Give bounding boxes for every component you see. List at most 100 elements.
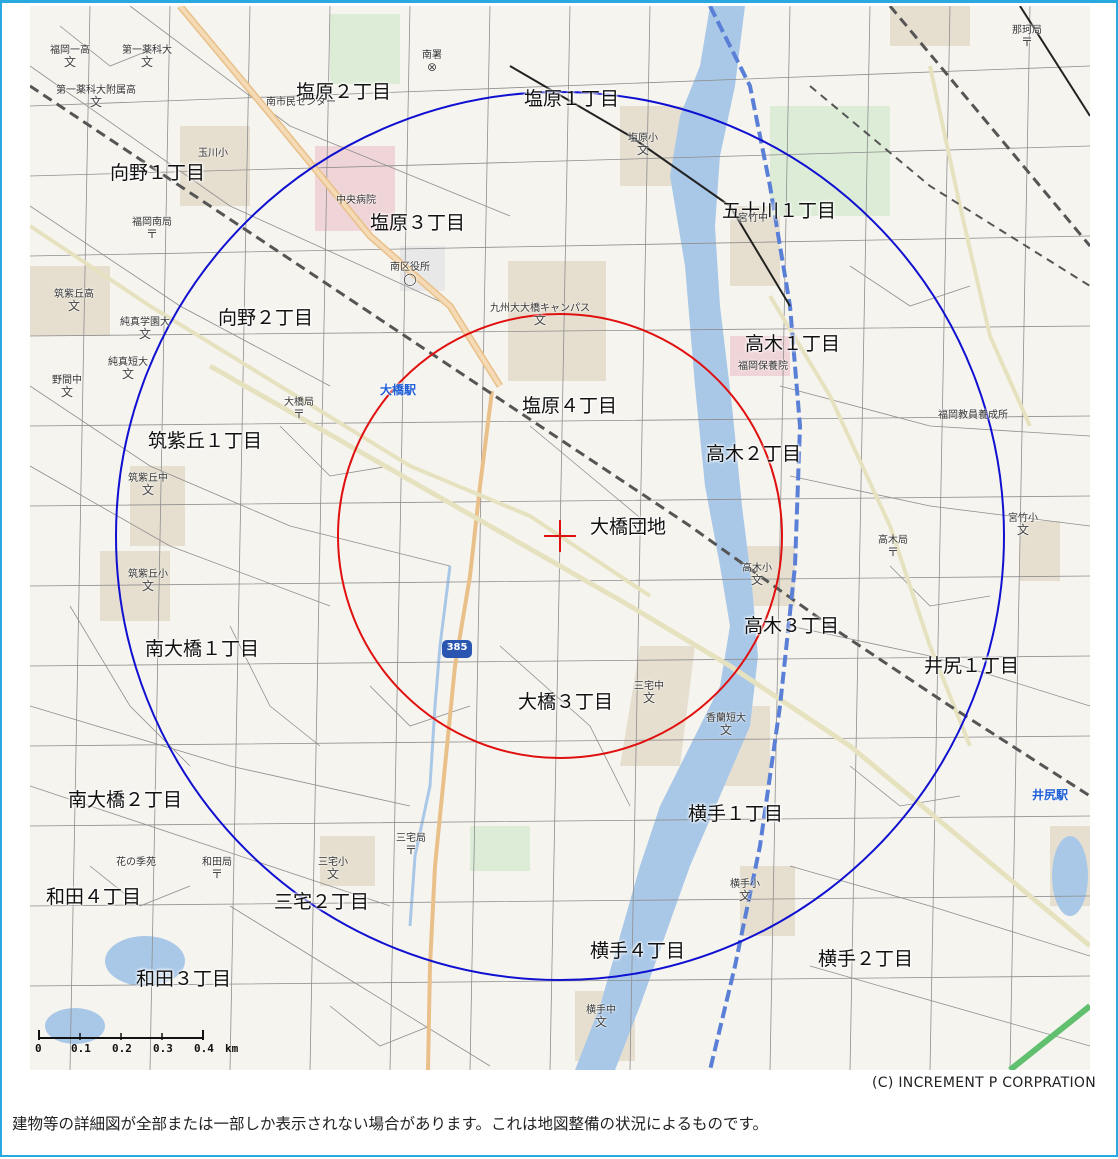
map-view[interactable]: 385 大橋駅 井尻駅 塩原２丁目 塩原１丁目 向野１丁目 塩原３丁目 五十川１… [30, 6, 1090, 1070]
area-label: 大橋３丁目 [518, 691, 614, 713]
school-icon: 文 [719, 723, 732, 737]
poi-label: 中央病院 [336, 195, 376, 206]
poi-label: 福岡南局〒 [132, 217, 172, 241]
outer-radius-circle [115, 91, 1005, 981]
poi-label: 宮竹小文 [1008, 513, 1038, 537]
post-office-icon: 〒 [292, 407, 305, 421]
school-icon: 文 [594, 1015, 607, 1029]
school-icon: 文 [636, 143, 649, 157]
inner-radius-circle [337, 313, 783, 759]
school-icon: 文 [326, 867, 339, 881]
poi-label: 塩原小文 [628, 133, 658, 157]
scale-tick: 0.4 [194, 1042, 214, 1055]
poi-label: 和田局〒 [202, 857, 232, 881]
station-label-ohashi[interactable]: 大橋駅 [380, 383, 417, 397]
route-shield-icon [442, 640, 472, 658]
post-office-icon: 〒 [886, 545, 899, 559]
poi-label: 筑紫丘高文 [54, 289, 94, 313]
area-label: 向野１丁目 [110, 162, 206, 184]
poi-label: 花の季苑 [116, 857, 156, 868]
poi-label: 高木局〒 [878, 535, 908, 559]
school-icon: 文 [67, 299, 80, 313]
scale-unit: km [225, 1042, 239, 1055]
area-label: 筑紫丘１丁目 [148, 430, 263, 452]
poi-label: 高木小文 [742, 563, 772, 587]
area-label: 塩原１丁目 [524, 88, 620, 110]
poi-label: 南市民センター [266, 97, 336, 108]
school-icon: 文 [141, 579, 154, 593]
poi-label: 三宅局〒 [396, 833, 426, 857]
scale-tick: 0 [35, 1042, 42, 1055]
post-office-icon: 〒 [210, 867, 223, 881]
area-label: 向野２丁目 [218, 307, 314, 329]
school-icon: 文 [1016, 523, 1029, 537]
school-icon: 文 [533, 313, 546, 327]
area-label: 塩原３丁目 [370, 212, 466, 234]
crosshair-icon [544, 520, 576, 552]
area-label: 塩原２丁目 [296, 81, 392, 103]
area-label: 横手２丁目 [818, 948, 914, 970]
poi-label: 第一薬科大附属高文 [56, 85, 136, 109]
school-icon: 文 [141, 483, 154, 497]
poi-label: 南署⊗ [422, 50, 442, 74]
post-office-icon: 〒 [1020, 35, 1033, 49]
poi-label: 那珂局〒 [1012, 25, 1042, 49]
poi-label: 福岡教員養成所 [938, 410, 1008, 421]
poi-label: 横手小文 [730, 879, 760, 903]
school-icon: 文 [138, 327, 151, 341]
school-icon: 文 [642, 691, 655, 705]
map-notice-text: 建物等の詳細図が全部または一部しか表示されない場合があります。これは地図整備の状… [12, 1115, 768, 1133]
poi-label: 玉川小 [198, 148, 228, 159]
poi-label: 大橋局〒 [284, 397, 314, 421]
area-label: 高木２丁目 [706, 443, 802, 465]
poi-label: 香蘭短大文 [706, 713, 746, 737]
government-office-icon: ◯ [403, 272, 417, 286]
scale-tick: 0.2 [112, 1042, 132, 1055]
school-icon: 文 [738, 889, 751, 903]
railways [30, 6, 1090, 1070]
school-icon: 文 [63, 55, 76, 69]
poi-label: 宮竹中 [738, 213, 768, 224]
scale-tick: 0.1 [71, 1042, 91, 1055]
poi-label: 福岡保養院 [738, 361, 788, 372]
area-label: 高木３丁目 [744, 615, 840, 637]
police-icon: ⊗ [426, 60, 438, 74]
poi-label: 筑紫丘小文 [128, 569, 168, 593]
school-icon: 文 [750, 573, 763, 587]
river [575, 6, 758, 1070]
poi-label: 三宅中文 [634, 681, 664, 705]
poi-label: 第一薬科大文 [122, 45, 172, 69]
area-label: 和田４丁目 [46, 886, 142, 908]
poi-label: 純真学園大文 [120, 317, 170, 341]
scale-tick: 0.3 [153, 1042, 173, 1055]
post-office-icon: 〒 [145, 227, 158, 241]
minor-streets [30, 6, 1090, 1070]
top-border [0, 0, 1118, 3]
poi-label: 九州大大橋キャンパス文 [490, 303, 590, 327]
poi-label: 三宅小文 [318, 857, 348, 881]
school-icon: 文 [60, 385, 73, 399]
station-label-ijiri[interactable]: 井尻駅 [1032, 788, 1069, 802]
area-label: 大橋団地 [590, 516, 667, 538]
poi-label: 筑紫丘中文 [128, 473, 168, 497]
poi-label: 横手中文 [586, 1005, 616, 1029]
route-shield-number: 385 [446, 642, 468, 653]
poi-label: 野間中文 [52, 375, 82, 399]
main-roads [30, 6, 1090, 1070]
scale-bar: 0 0.1 0.2 0.3 0.4 km [35, 1028, 295, 1068]
area-label: 横手１丁目 [688, 803, 784, 825]
area-label: 塩原４丁目 [522, 395, 618, 417]
poi-label: 福岡一高文 [50, 45, 90, 69]
area-label: 井尻１丁目 [924, 655, 1020, 677]
poi-label: 南区役所◯ [390, 262, 430, 286]
post-office-icon: 〒 [404, 843, 417, 857]
area-label: 横手４丁目 [590, 940, 686, 962]
area-label: 和田３丁目 [136, 968, 232, 990]
copyright-text: (C) INCREMENT P CORPRATION [872, 1075, 1096, 1091]
area-label: 三宅２丁目 [274, 891, 370, 913]
school-icon: 文 [140, 55, 153, 69]
school-icon: 文 [89, 95, 102, 109]
area-label: 南大橋１丁目 [145, 638, 260, 660]
area-label: 高木１丁目 [745, 333, 841, 355]
